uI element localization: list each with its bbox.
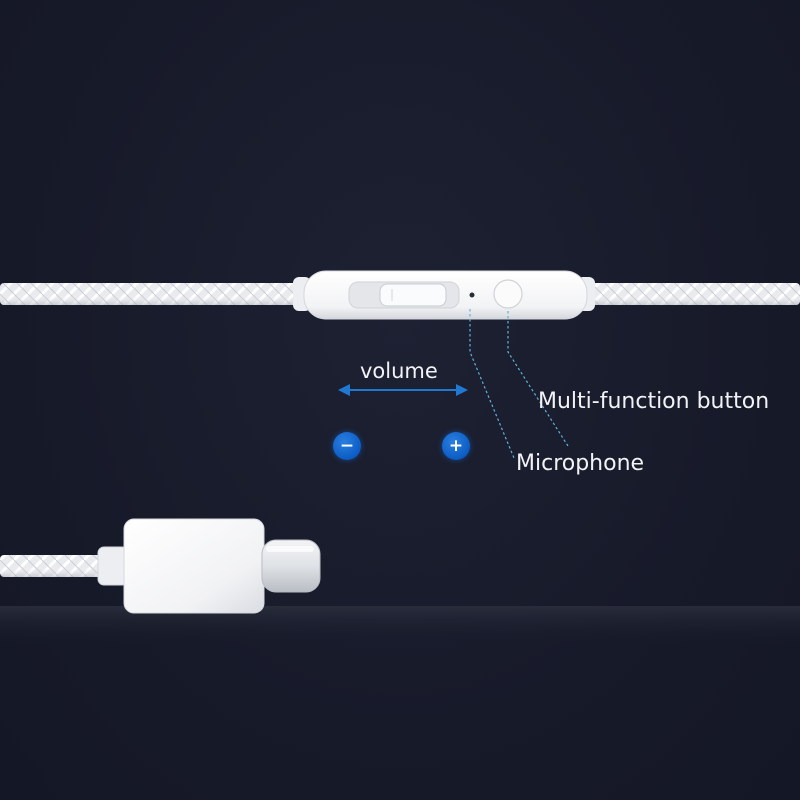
upper-cable: [0, 283, 800, 305]
microphone-label: Microphone: [516, 451, 645, 476]
microphone-hole: [469, 292, 475, 298]
volume-up-button: +: [442, 432, 470, 460]
multi-function-button-label: Multi-function button: [538, 389, 770, 414]
usb-c-plug: [123, 518, 321, 614]
lower-cable: [0, 546, 129, 586]
multi-function-button-shape: [493, 279, 523, 309]
inline-remote: [293, 270, 595, 320]
plus-icon: +: [448, 436, 464, 456]
volume-down-button: −: [333, 432, 361, 460]
minus-icon: −: [339, 436, 355, 456]
volume-slider: [348, 281, 460, 309]
floor-reflection: [0, 606, 800, 646]
leader-lines: [469, 309, 569, 459]
multi-function-leader-line: [507, 311, 569, 447]
volume-arrow-icon: [338, 384, 468, 396]
volume-label: volume: [360, 359, 438, 383]
